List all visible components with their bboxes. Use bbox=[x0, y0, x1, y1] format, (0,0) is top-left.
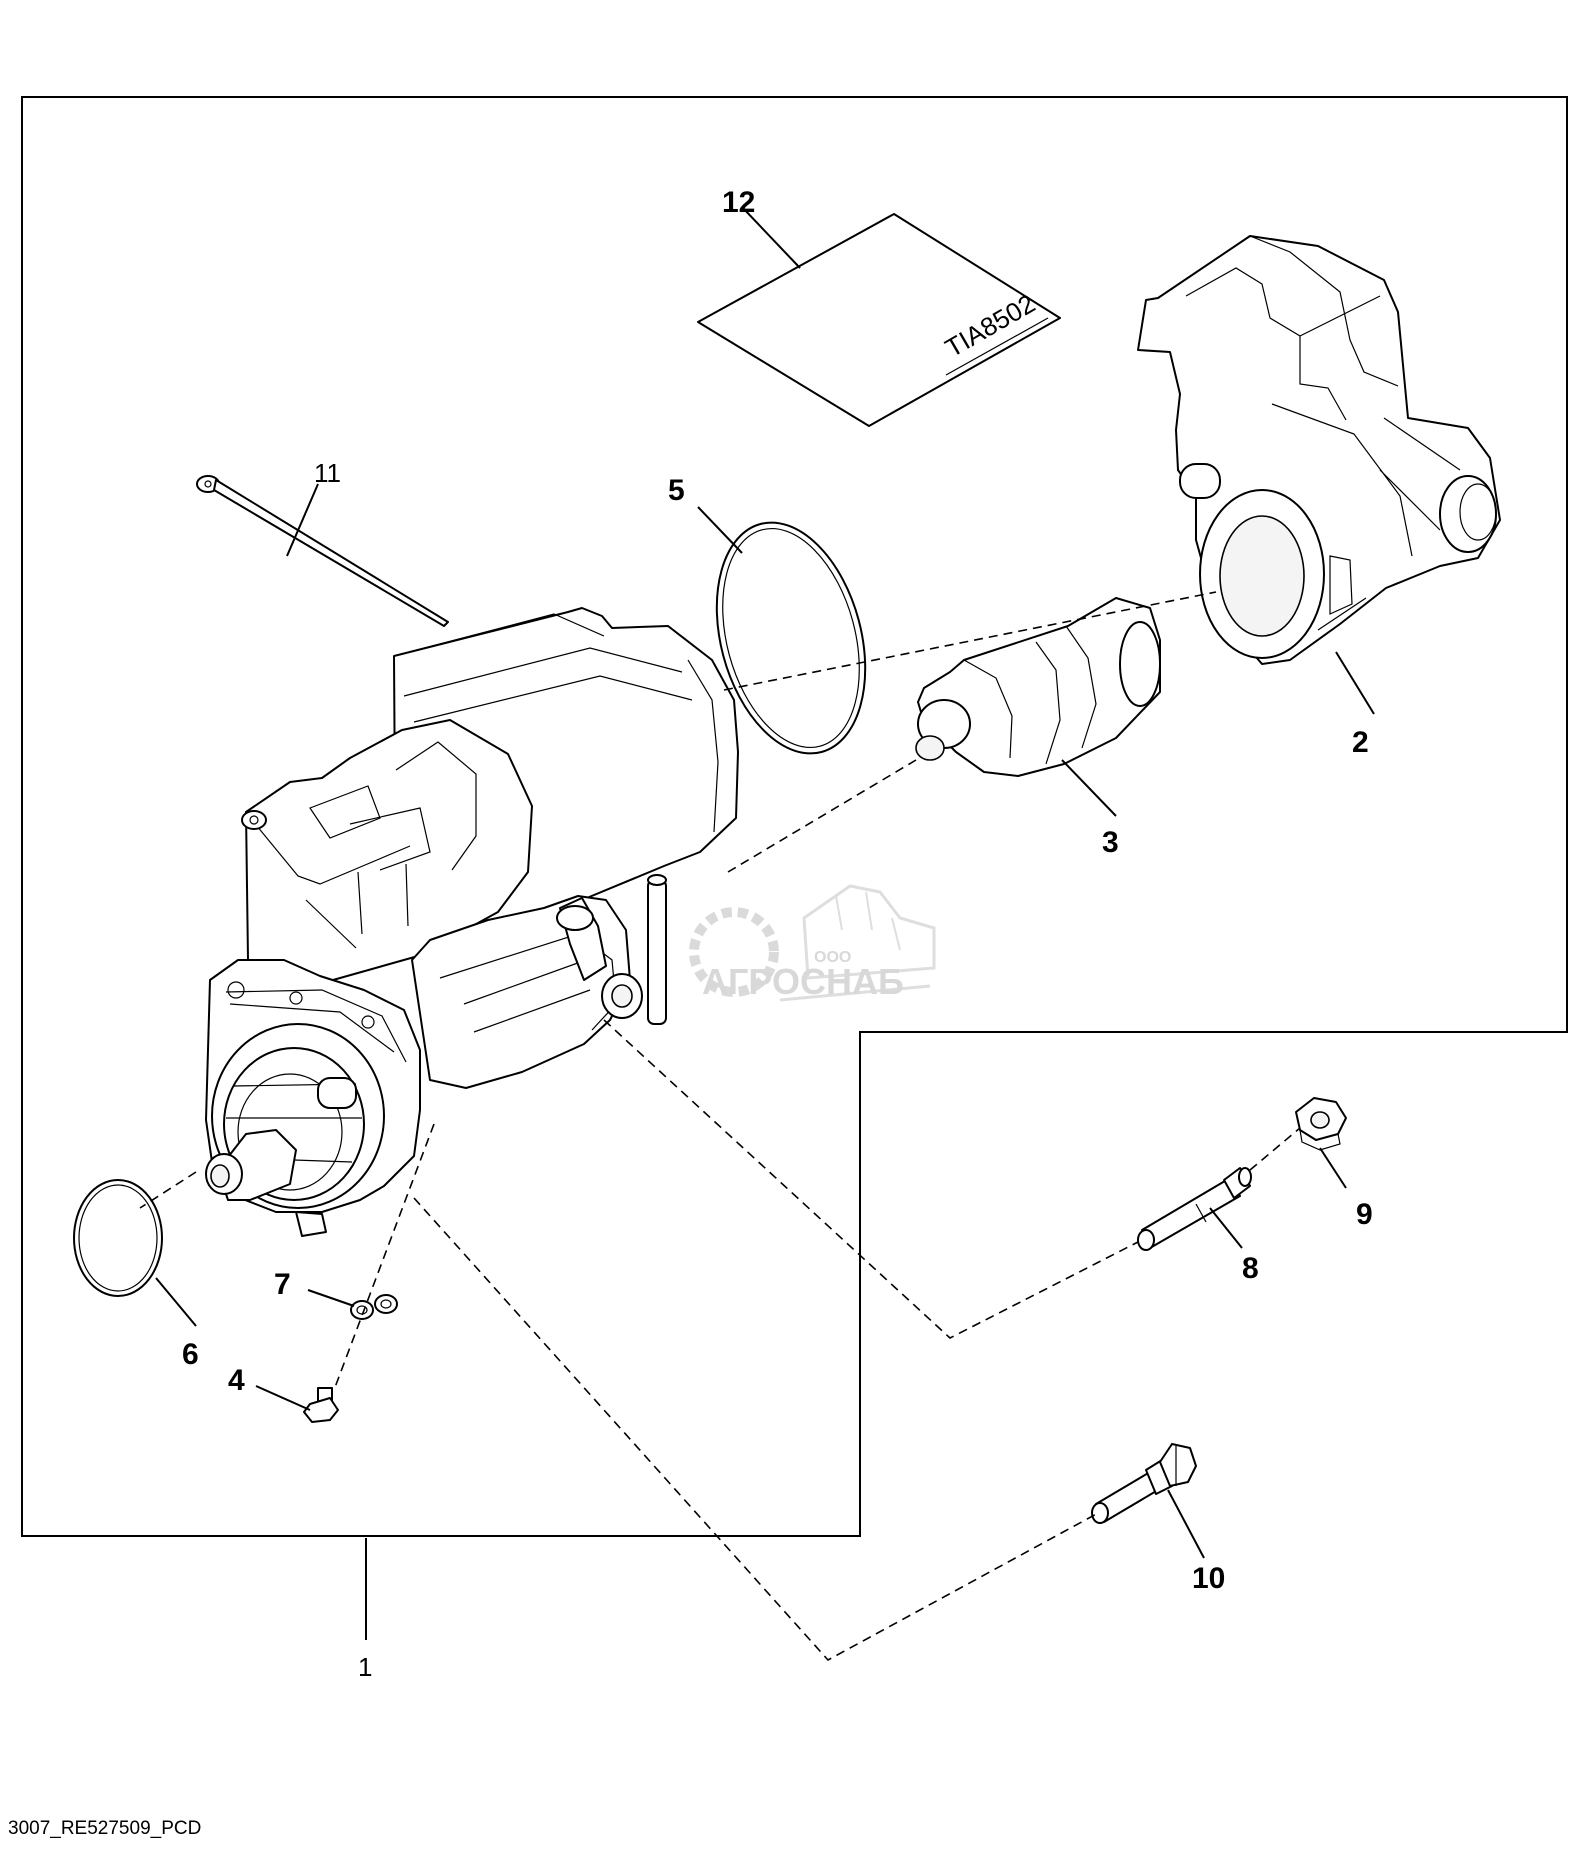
o-ring-part-6 bbox=[73, 1179, 163, 1297]
callout-12: 12 bbox=[722, 186, 755, 219]
screw-part-4 bbox=[303, 1387, 339, 1423]
assembly-group-outline bbox=[21, 96, 1568, 1537]
callout-2: 2 bbox=[1352, 726, 1369, 759]
o-ring-part-5 bbox=[715, 521, 867, 755]
nut-part-9 bbox=[1295, 1097, 1347, 1151]
callout-10: 10 bbox=[1192, 1562, 1225, 1595]
watermark-line2: АГРОСНАБ bbox=[702, 961, 904, 1002]
housing-part-2 bbox=[1137, 235, 1501, 665]
pinion-part-3 bbox=[915, 597, 1161, 777]
watermark-logo: ООО АГРОСНАБ bbox=[689, 884, 936, 1002]
callout-11: 11 bbox=[314, 458, 341, 488]
bolt-part-10 bbox=[1091, 1443, 1197, 1524]
starter-motor-part-1 bbox=[205, 607, 739, 1237]
callout-5: 5 bbox=[668, 474, 685, 507]
drawing-code: 3007_RE527509_PCD bbox=[8, 1818, 202, 1839]
washers-part-7 bbox=[350, 1294, 398, 1320]
alignment-lines bbox=[139, 591, 1301, 1662]
callout-6: 6 bbox=[182, 1338, 199, 1371]
stud-part-8 bbox=[1137, 1167, 1252, 1251]
callout-1: 1 bbox=[358, 1652, 372, 1682]
decal-part-12: TIA8502 bbox=[697, 213, 1061, 427]
cable-tie-part-11 bbox=[196, 475, 449, 627]
callout-7: 7 bbox=[274, 1268, 291, 1301]
callout-4: 4 bbox=[228, 1364, 245, 1397]
callout-8: 8 bbox=[1242, 1252, 1259, 1285]
callout-9: 9 bbox=[1356, 1198, 1373, 1231]
callout-3: 3 bbox=[1102, 826, 1119, 859]
watermark-line1: ООО bbox=[814, 949, 851, 966]
